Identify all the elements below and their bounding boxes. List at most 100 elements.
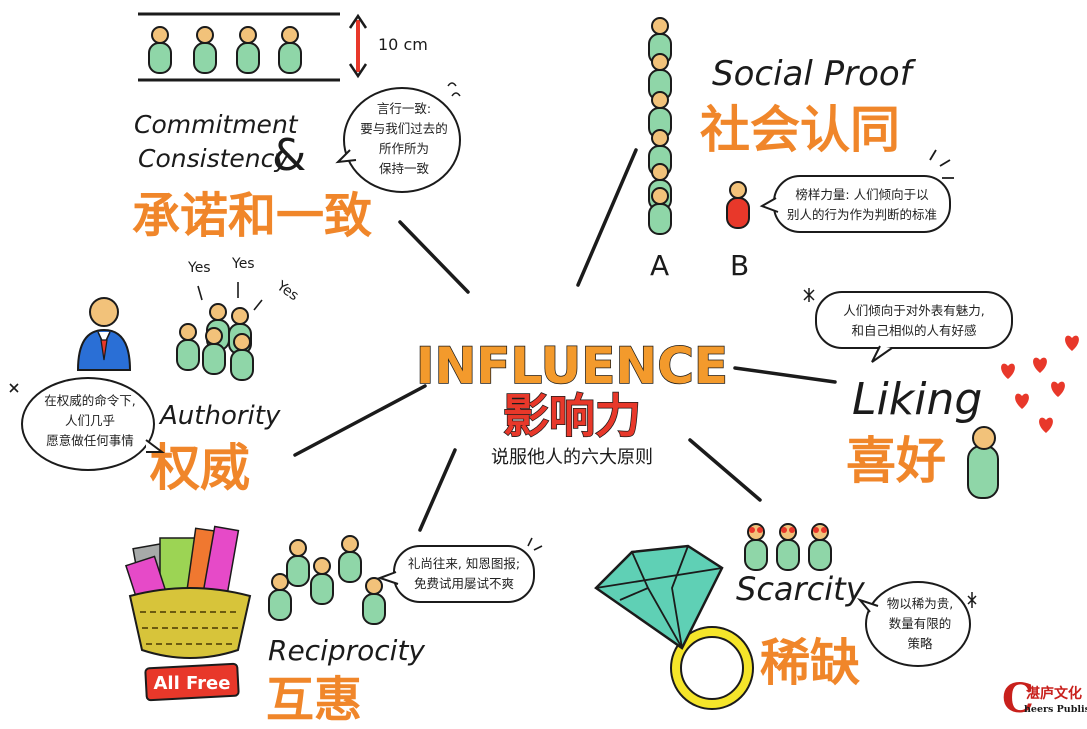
speech-bubble: 物以稀为贵, 数量有限的 策略 bbox=[856, 581, 971, 667]
bubble-line: 数量有限的 bbox=[889, 616, 952, 631]
person-icon bbox=[176, 323, 200, 371]
bubble-line: 免费试用屡试不爽 bbox=[414, 576, 514, 591]
label-b: B bbox=[730, 249, 749, 282]
commitment-cn: 承诺和一致 bbox=[132, 188, 372, 244]
principle-reciprocity: All Free Reciprocity 互惠 礼尚往来, 知恩图报; 免费试用… bbox=[124, 525, 543, 728]
sparkle-icon bbox=[9, 383, 19, 393]
logo-en: heers Publishing bbox=[1024, 704, 1087, 715]
hearts-icon bbox=[1001, 335, 1079, 433]
authority-en: Authority bbox=[158, 401, 281, 431]
bubble-line: 物以稀为贵, bbox=[887, 596, 953, 611]
center-subtitle: 说服他人的六大原则 bbox=[491, 447, 653, 468]
person-icon bbox=[744, 523, 768, 571]
scarcity-en: Scarcity bbox=[736, 570, 866, 608]
heart-icon bbox=[1039, 417, 1053, 433]
person-icon bbox=[230, 333, 254, 381]
connector-scarcity bbox=[688, 438, 762, 502]
scarcity-cn: 稀缺 bbox=[760, 634, 860, 692]
heart-icon bbox=[1001, 363, 1015, 379]
crowd bbox=[268, 535, 386, 625]
principle-commitment: 10 cm Commitment Consistency & 承诺和一致 言行一… bbox=[132, 12, 461, 244]
bubble-line: 礼尚往来, 知恩图报; bbox=[408, 556, 520, 571]
person-icon bbox=[362, 577, 386, 625]
center-title-en: INFLUENCE bbox=[416, 337, 728, 395]
speech-bubble: 在权威的命令下, 人们几乎 愿意做任何事情 bbox=[21, 377, 165, 471]
liking-en: Liking bbox=[852, 374, 982, 425]
authority-cn: 权威 bbox=[149, 439, 250, 497]
bubble-line: 人们倾向于对外表有魅力, bbox=[843, 303, 984, 318]
commitment-en-line2: Consistency bbox=[138, 144, 290, 173]
gift-basket-icon bbox=[124, 525, 252, 659]
person-icon bbox=[202, 327, 226, 375]
speech-bubble: 礼尚往来, 知恩图报; 免费试用屡试不爽 bbox=[377, 545, 535, 603]
center-topic: INFLUENCE 影响力 说服他人的六大原则 bbox=[415, 336, 729, 468]
heart-icon bbox=[1051, 381, 1065, 397]
logo-cn: 湛庐文化 bbox=[1026, 685, 1082, 702]
principle-authority: Yes Yes Yes Authority 权威 在权威的命令下, 人们几乎 愿… bbox=[9, 256, 302, 497]
person-icon bbox=[193, 26, 217, 74]
sparkle-icon bbox=[803, 288, 815, 302]
liking-cn: 喜好 bbox=[846, 432, 946, 490]
social-proof-en: Social Proof bbox=[712, 54, 917, 94]
connector-social-proof bbox=[576, 148, 638, 287]
speech-bubble: 言行一致: 要与我们过去的 所作所为 保持一致 bbox=[335, 87, 461, 193]
yes-label: Yes bbox=[273, 278, 302, 305]
double-arrow-icon bbox=[348, 13, 368, 79]
principle-social-proof: A B Social Proof 社会认同 榜样力量: 人们倾向于以 别人的行为… bbox=[648, 17, 954, 282]
person-icon bbox=[808, 523, 832, 571]
crowd bbox=[176, 303, 254, 381]
reciprocity-cn: 互惠 bbox=[266, 672, 362, 728]
heart-icon bbox=[1065, 335, 1079, 351]
bubble-line: 人们几乎 bbox=[65, 413, 115, 428]
emphasis-marks-icon bbox=[527, 537, 543, 551]
connector-reciprocity bbox=[418, 448, 457, 532]
principle-liking: 人们倾向于对外表有魅力, 和自己相似的人有好感 Liking 喜好 bbox=[803, 288, 1079, 499]
person-icon bbox=[338, 535, 362, 583]
bubble-line: 和自己相似的人有好感 bbox=[851, 323, 976, 338]
label-a: A bbox=[650, 249, 669, 282]
person-icon bbox=[776, 523, 800, 571]
yes-label: Yes bbox=[231, 256, 255, 272]
person-icon bbox=[310, 557, 334, 605]
person-icon bbox=[286, 539, 310, 587]
speech-bubble: 榜样力量: 人们倾向于以 别人的行为作为判断的标准 bbox=[759, 175, 951, 233]
liking-person-icon bbox=[967, 426, 999, 499]
bubble-line: 言行一致: bbox=[377, 101, 431, 116]
social-proof-cn: 社会认同 bbox=[700, 101, 900, 159]
bubble-line: 策略 bbox=[907, 636, 933, 651]
heart-icon bbox=[1033, 357, 1047, 373]
bubble-line: 榜样力量: 人们倾向于以 bbox=[795, 187, 929, 202]
tag-label: All Free bbox=[154, 673, 231, 694]
bubble-line: 别人的行为作为判断的标准 bbox=[787, 207, 937, 222]
reciprocity-en: Reciprocity bbox=[268, 634, 425, 667]
yes-label: Yes bbox=[187, 260, 211, 276]
publisher-logo: C 湛庐文化 heers Publishing bbox=[1002, 675, 1087, 722]
heart-icon bbox=[1015, 393, 1029, 409]
logo-mark: C bbox=[1002, 675, 1034, 722]
person-b-icon bbox=[726, 181, 750, 229]
measure-label: 10 cm bbox=[378, 35, 428, 54]
sparkle-icon bbox=[967, 592, 977, 608]
connector-lines bbox=[293, 148, 837, 532]
diamond-ring-icon bbox=[594, 544, 754, 710]
person-icon bbox=[278, 26, 302, 74]
bubble-line: 愿意做任何事情 bbox=[46, 433, 134, 448]
bubble-line: 要与我们过去的 bbox=[360, 121, 448, 136]
connector-liking bbox=[733, 366, 837, 384]
all-free-tag: All Free bbox=[144, 662, 240, 702]
queue-a bbox=[648, 17, 672, 235]
boss-icon bbox=[76, 297, 132, 371]
principle-scarcity: Scarcity 稀缺 物以稀为贵, 数量有限的 策略 bbox=[594, 523, 977, 710]
ampersand: & bbox=[272, 130, 306, 181]
bubble-line: 所作所为 bbox=[379, 141, 429, 156]
person-icon bbox=[148, 26, 172, 74]
bubble-line: 在权威的命令下, bbox=[44, 393, 135, 408]
center-title-cn: 影响力 bbox=[503, 389, 641, 443]
emphasis-marks-icon bbox=[929, 149, 954, 179]
person-icon bbox=[648, 187, 672, 235]
bubble-line: 保持一致 bbox=[379, 161, 430, 176]
squiggle-icon bbox=[447, 82, 461, 97]
speech-bubble: 人们倾向于对外表有魅力, 和自己相似的人有好感 bbox=[815, 291, 1013, 363]
person-icon bbox=[236, 26, 260, 74]
